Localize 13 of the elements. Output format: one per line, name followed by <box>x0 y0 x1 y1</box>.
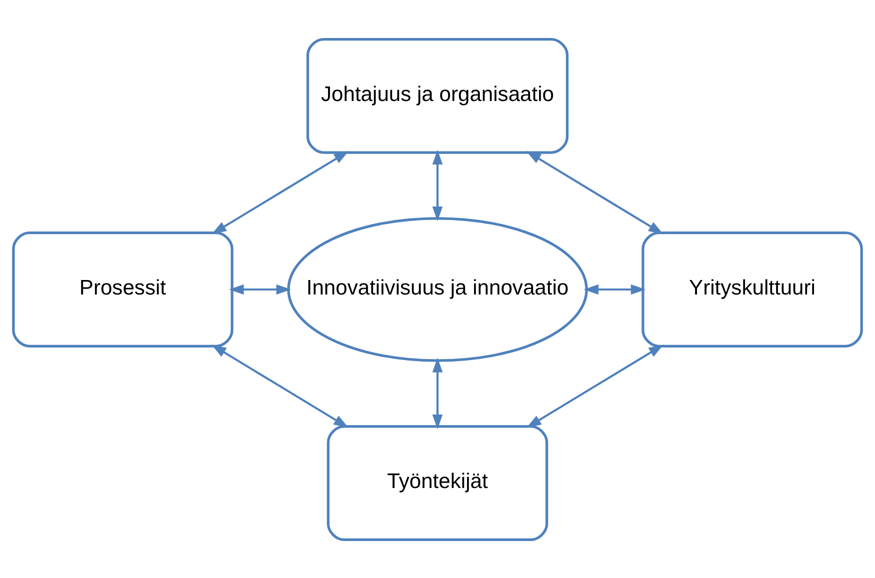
arrow <box>526 344 664 428</box>
arrow <box>228 284 292 294</box>
node-box: Prosessit <box>12 231 234 347</box>
arrow <box>211 344 349 428</box>
node-box: Johtajuus ja organisaatio <box>306 37 569 154</box>
node-box: Työntekijät <box>326 424 548 541</box>
arrow <box>432 357 443 429</box>
arrow <box>526 150 664 234</box>
arrow <box>432 149 443 221</box>
node-box: Yrityskulttuuri <box>642 231 863 347</box>
node-ellipse: Innovatiivisuus ja innovaatio <box>287 216 588 362</box>
arrow <box>212 150 349 234</box>
arrow <box>584 284 646 294</box>
